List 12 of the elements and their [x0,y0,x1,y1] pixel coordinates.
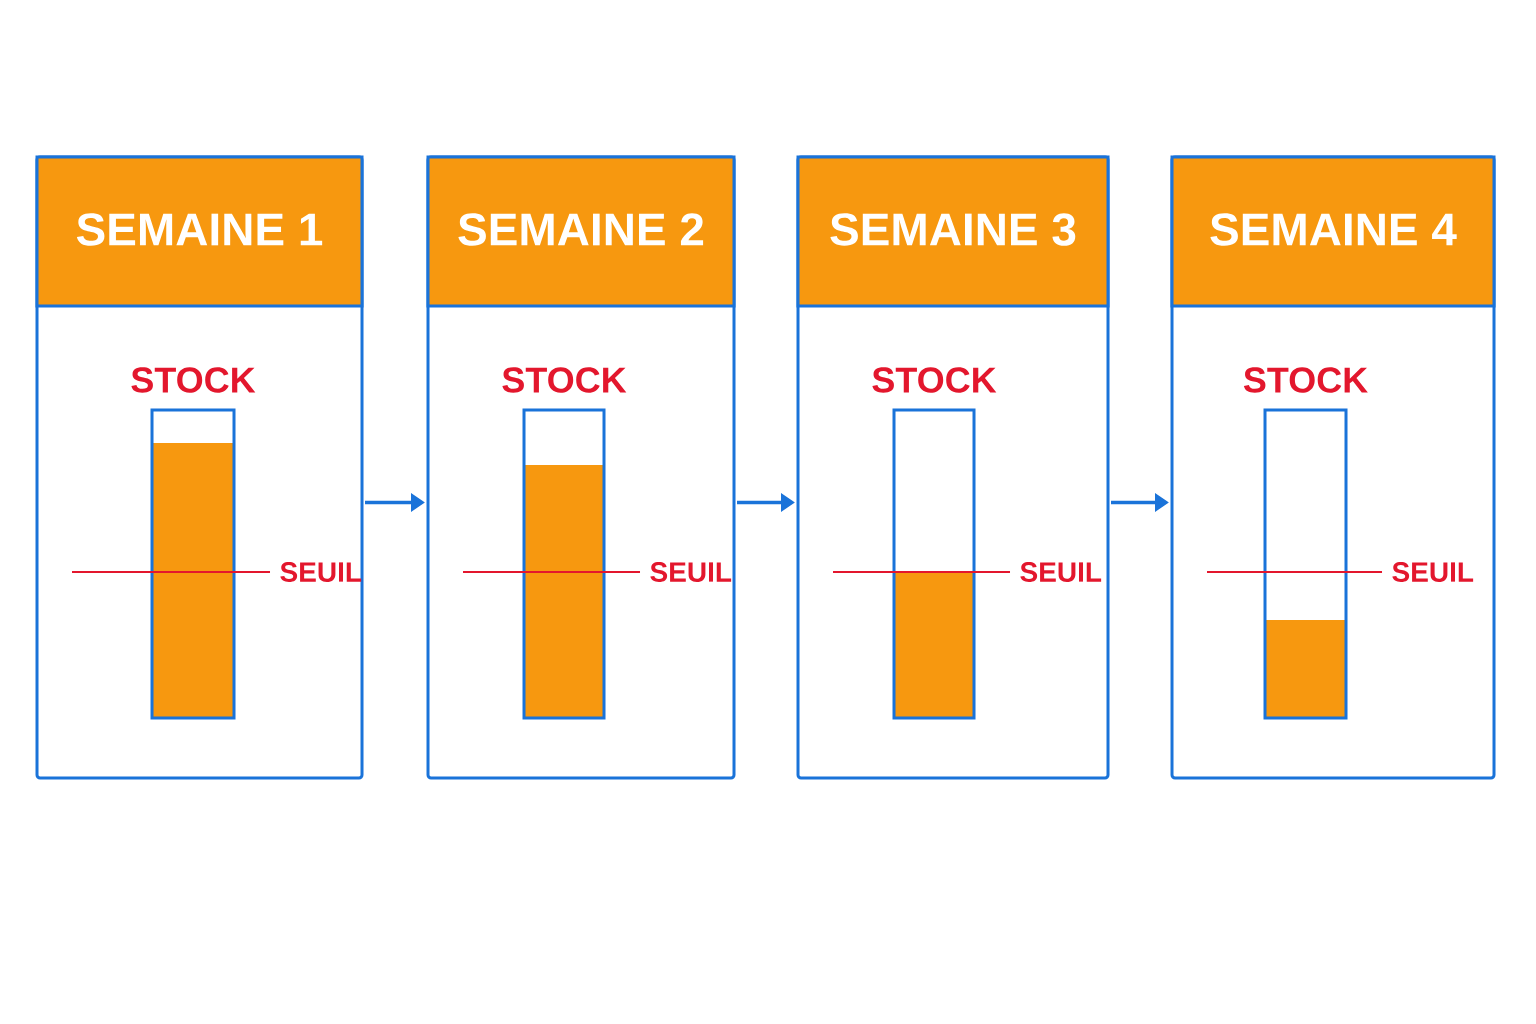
threshold-label: SEUIL [1392,562,1474,582]
stock-label: STOCK [502,367,627,393]
stock-label: STOCK [872,367,997,393]
threshold-label: SEUIL [1020,562,1102,582]
stock-label: STOCK [1243,367,1368,393]
card-header: SEMAINE 3 [796,155,1110,308]
threshold-label: SEUIL [650,562,732,582]
card-header: SEMAINE 2 [426,155,736,308]
threshold-label: SEUIL [280,562,362,582]
stock-label: STOCK [131,367,256,393]
card-header: SEMAINE 4 [1170,155,1496,308]
card-header: SEMAINE 1 [35,155,364,308]
